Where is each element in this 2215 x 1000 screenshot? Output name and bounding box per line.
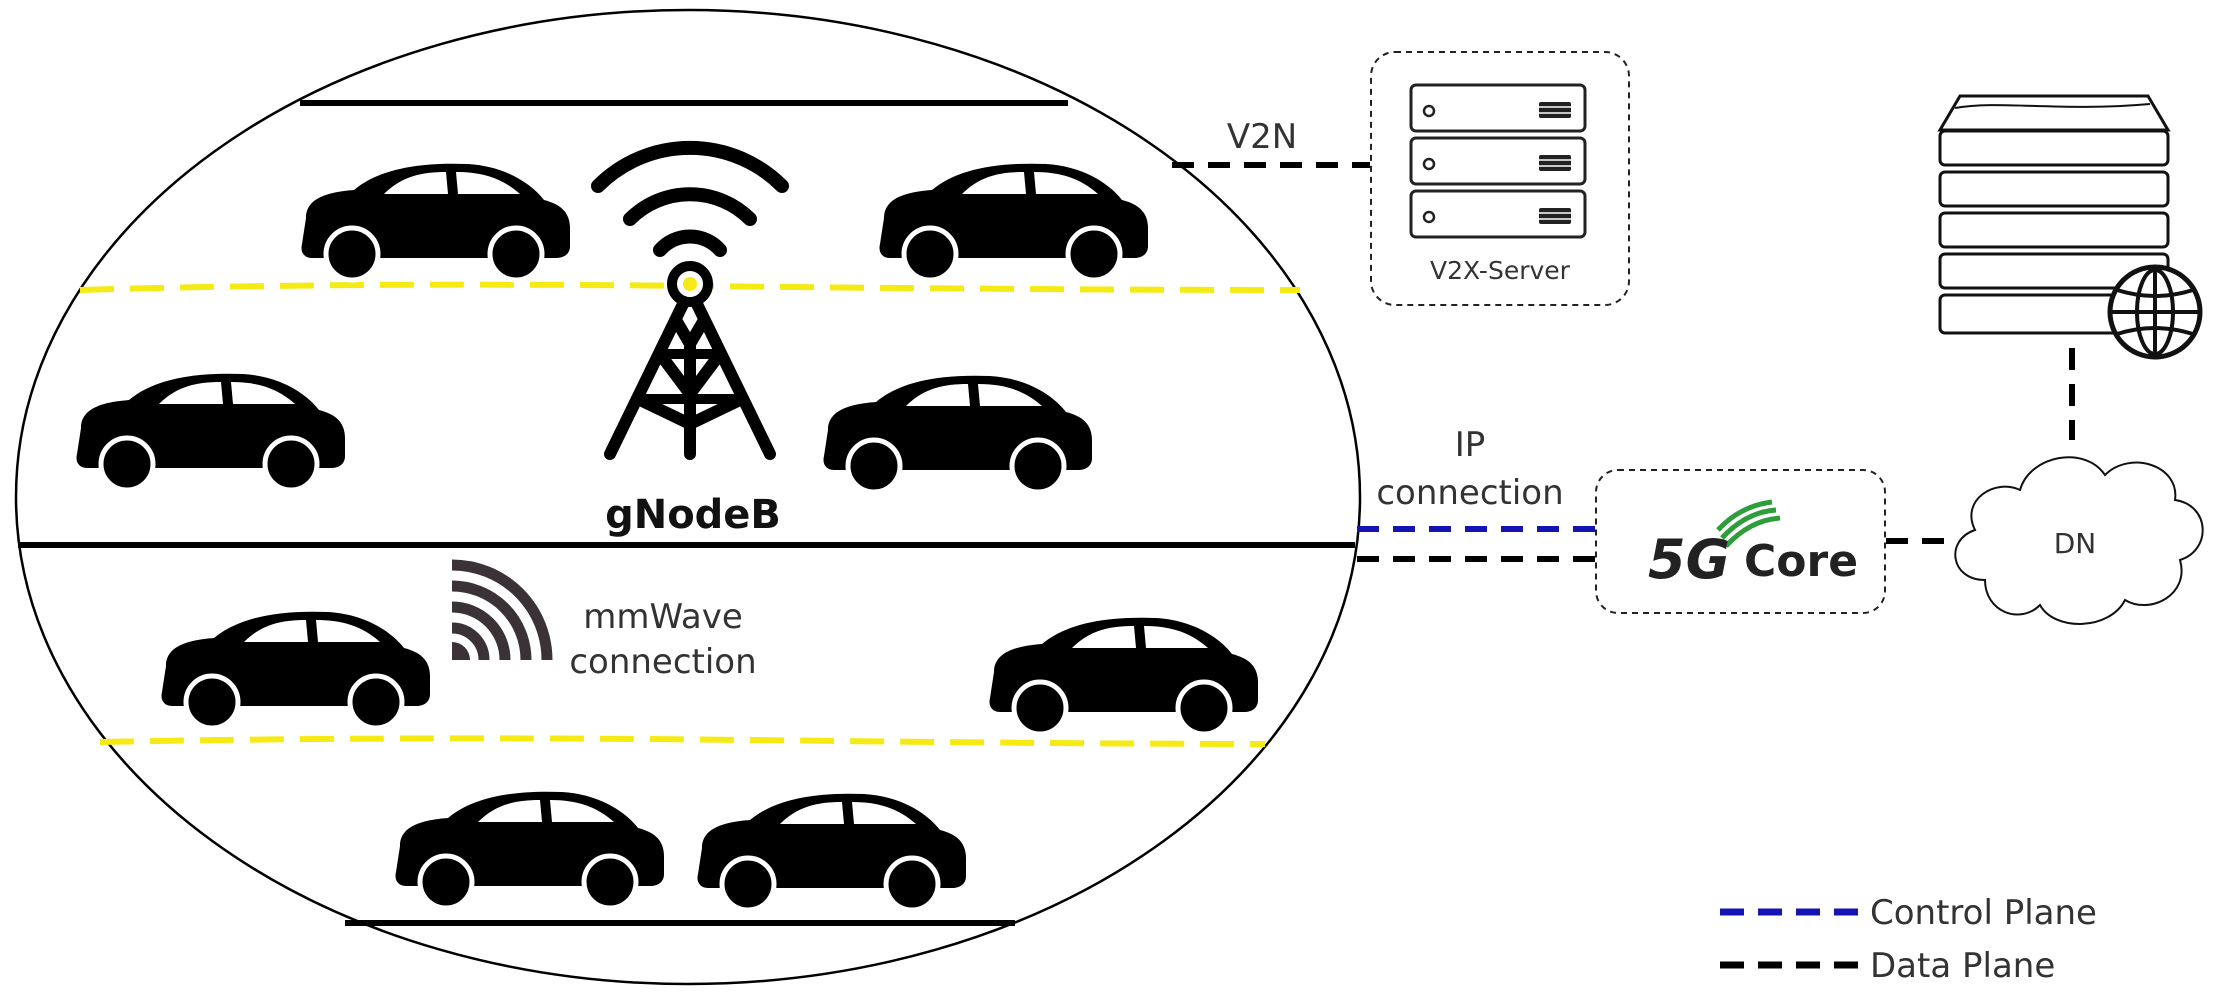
mmwave-label-line1: mmWave bbox=[583, 597, 743, 637]
gnodeb-label: gNodeB bbox=[605, 492, 781, 538]
core-logo-text: Core bbox=[1744, 536, 1858, 587]
legend-control-plane-label: Control Plane bbox=[1870, 893, 2097, 933]
cell-tower-icon bbox=[591, 140, 789, 460]
ip-connection-label-line2: connection bbox=[1376, 473, 1563, 513]
server-with-globe-icon bbox=[1937, 94, 2203, 360]
globe-icon bbox=[2107, 264, 2203, 360]
5g-signal-icon bbox=[1716, 499, 1781, 548]
dn-label: DN bbox=[2054, 527, 2097, 560]
v2n-label: V2N bbox=[1227, 117, 1297, 157]
signal-waves-icon bbox=[451, 559, 553, 661]
mmwave-label-line2: connection bbox=[569, 642, 756, 682]
v2x-server-label: V2X-Server bbox=[1430, 256, 1571, 285]
5g-logo-text: 5G bbox=[1648, 528, 1730, 591]
lane-marking-lower bbox=[99, 735, 1266, 747]
cloud-icon bbox=[1954, 456, 2204, 625]
legend: Control Plane Data Plane bbox=[1720, 893, 2097, 986]
server-rack-icon bbox=[1409, 83, 1587, 239]
5g-core-box bbox=[1595, 469, 1886, 614]
ip-connection-label-line1: IP bbox=[1455, 425, 1486, 465]
legend-data-plane-label: Data Plane bbox=[1870, 946, 2055, 986]
